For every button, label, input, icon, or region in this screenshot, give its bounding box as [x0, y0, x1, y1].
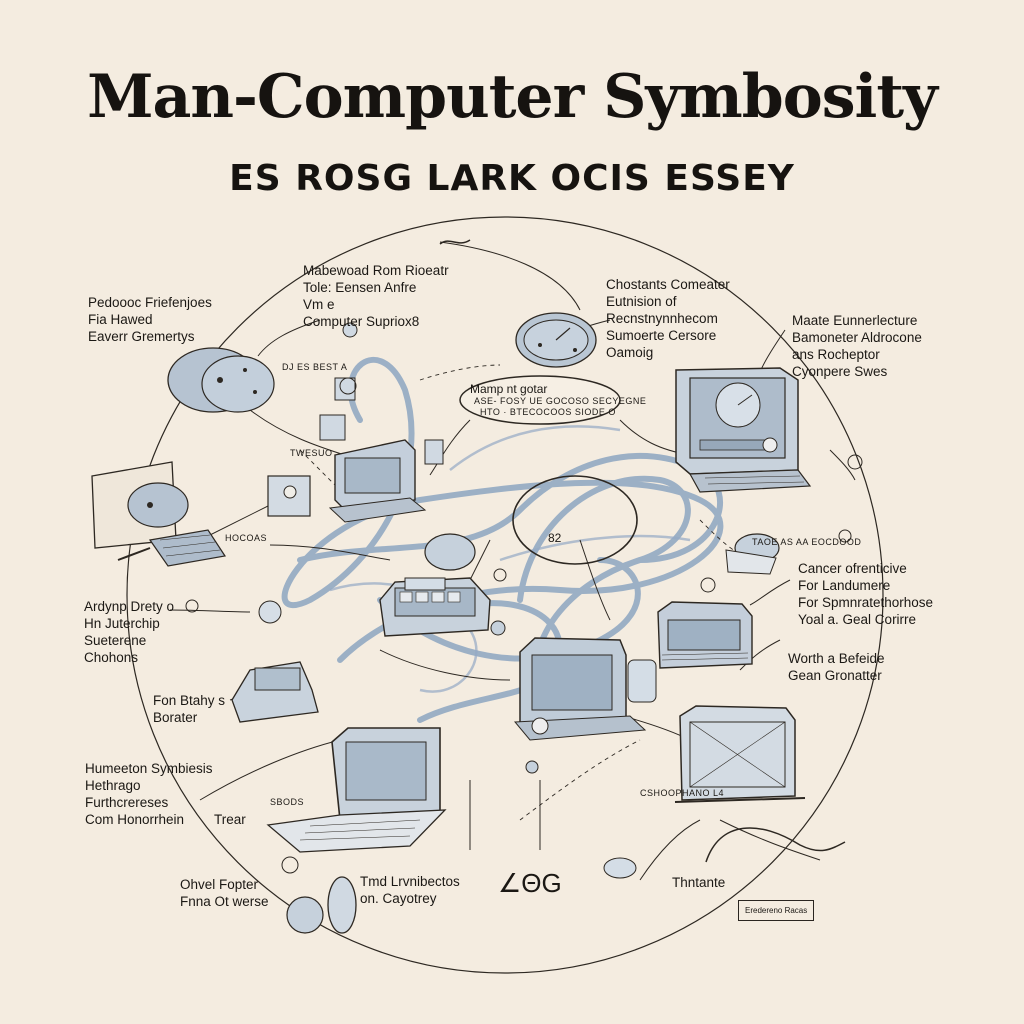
label-left-small: Fon Btahy s Borater: [153, 692, 225, 726]
label-line: Furthcrereses: [85, 795, 169, 810]
label-line: For Spmnratethorhose: [798, 595, 934, 610]
small-devices-top: [319, 322, 444, 465]
label-line: Mabewoad Rom Rioeatr: [303, 263, 449, 278]
dish-center-left: [424, 533, 476, 571]
bottom-right-sweep: [705, 827, 846, 863]
tiny-label-5: CSHOOPHANO L4: [640, 788, 725, 798]
tiny-label-4: 82: [548, 531, 562, 545]
bowl-bottom: [490, 620, 637, 879]
label-top-right: Maate Eunnerlecture Bamoneter Aldrocone …: [792, 312, 922, 380]
label-line: Ohvel Fopter: [180, 877, 259, 892]
label-line: Yoal a. Geal Corirre: [798, 612, 917, 627]
label-line: Cyonpere Swes: [792, 364, 888, 379]
center-oval-title: Mamp nt gotar: [470, 382, 548, 396]
center-oval: [459, 375, 621, 425]
label-line: Borater: [153, 710, 198, 725]
tiny-label-6: SBODS: [270, 797, 305, 807]
label-line: Sueterene: [84, 633, 147, 648]
console-right: [657, 601, 753, 669]
label-bottom-left2: Ohvel Fopter Fnna Ot werse: [180, 876, 269, 910]
label-line: Eutnision of: [606, 294, 677, 309]
label-line: Sumoerte Cersore: [606, 328, 717, 343]
monitor-top-right: [675, 367, 812, 493]
page-subtitle: ES ROSG LARK OCIS ESSEY: [229, 158, 795, 199]
dish-right: [725, 533, 780, 575]
label-bottom-left: Humeeton Symbiesis Hethrago Furthcrerese…: [85, 760, 213, 828]
terminal-left: [91, 461, 227, 567]
tiny-label-3: HOCOAS: [225, 533, 268, 543]
label-line: on. Cayotrey: [360, 891, 437, 906]
label-line: Pedoooc Friefenjoes: [88, 295, 212, 310]
label-line: Fia Hawed: [88, 312, 153, 327]
label-top-left: Pedoooc Friefenjoes Fia Hawed Eaverr Gre…: [88, 294, 212, 345]
reels-bottom-left: [281, 856, 357, 934]
label-line: Tole: Eensen Anfre: [303, 280, 417, 295]
label-line: Ardynp Drety o: [84, 599, 175, 614]
tiny-label-1: DJ ES BEST A: [282, 362, 348, 372]
label-line: Bamoneter Aldrocone: [792, 330, 922, 345]
label-line: Vm e: [303, 297, 335, 312]
tiny-label-7: TAOE AS AA EOCDOOD: [752, 537, 862, 547]
machine-center: [379, 577, 491, 637]
small-box-label: Eredereno Racas: [738, 900, 815, 921]
label-line: Computer Supriox8: [303, 314, 420, 329]
label-top-right-mid: Chostants Comeater Eutnision of Recnstny…: [606, 276, 730, 361]
bottom-center-glyphs: ∠ΘG: [498, 868, 562, 898]
label-top-center: Mabewoad Rom Rioeatr Tole: Eensen Anfre …: [303, 262, 449, 330]
label-line: For Landumere: [798, 578, 891, 593]
label-bottom-right-word: Thntante: [672, 875, 726, 890]
label-line: Tmd Lrvnibectos: [360, 874, 460, 889]
top-squiggle: [439, 239, 471, 245]
label-line: Fnna Ot werse: [180, 894, 269, 909]
label-line: Gean Gronatter: [788, 668, 882, 683]
laptop-bottom-left: [266, 727, 447, 853]
page-title: Man-Computer Symbosity: [87, 62, 938, 132]
tiny-label-2: TWESUO: [290, 448, 333, 458]
center-oval-sub: ASE- FOSY UE GOCOSO SECYEGNE: [474, 396, 647, 406]
label-line: Com Honorrhein: [85, 812, 185, 827]
label-line: Eaverr Gremertys: [88, 329, 195, 344]
console-upper-left: [267, 439, 427, 523]
gauge-top-center: [515, 312, 597, 368]
center-oval-sub2: HTO · BTECOCOOS SIODE O: [480, 407, 616, 417]
label-line: ans Rocheptor: [792, 347, 880, 362]
label-right-worth: Worth a Befeide Gean Gronatter: [788, 650, 885, 684]
label-line: Oamoig: [606, 345, 654, 360]
frame-box-bottom-right: [674, 705, 806, 803]
label-line: Chohons: [84, 650, 139, 665]
label-line: Recnstnynnhecom: [606, 311, 718, 326]
label-mid-right: Cancer ofrenticive For Landumere For Spm…: [798, 560, 933, 628]
label-line: Maate Eunnerlecture: [792, 313, 918, 328]
label-line: Hn Juterchip: [84, 616, 160, 631]
label-line: Fon Btahy s: [153, 693, 226, 708]
label-mid-left: Ardynp Drety o Hn Juterchip Sueterene Ch…: [84, 598, 174, 666]
label-bottom-center: Tmd Lrvnibectos on. Cayotrey: [360, 873, 460, 907]
label-bottom-left-tail: Trear: [214, 812, 246, 827]
outer-circle: [126, 216, 884, 974]
center-ring: [512, 475, 638, 565]
label-line: Humeeton Symbiesis: [85, 761, 213, 776]
disc-device-top-left: [167, 347, 275, 413]
printer-left: [231, 600, 319, 723]
box-computer-center: [513, 637, 657, 741]
label-line: Chostants Comeater: [606, 277, 730, 292]
label-line: Cancer ofrenticive: [798, 561, 907, 576]
small-circles: [185, 377, 863, 613]
label-line: Worth a Befeide: [788, 651, 885, 666]
label-line: Hethrago: [85, 778, 141, 793]
